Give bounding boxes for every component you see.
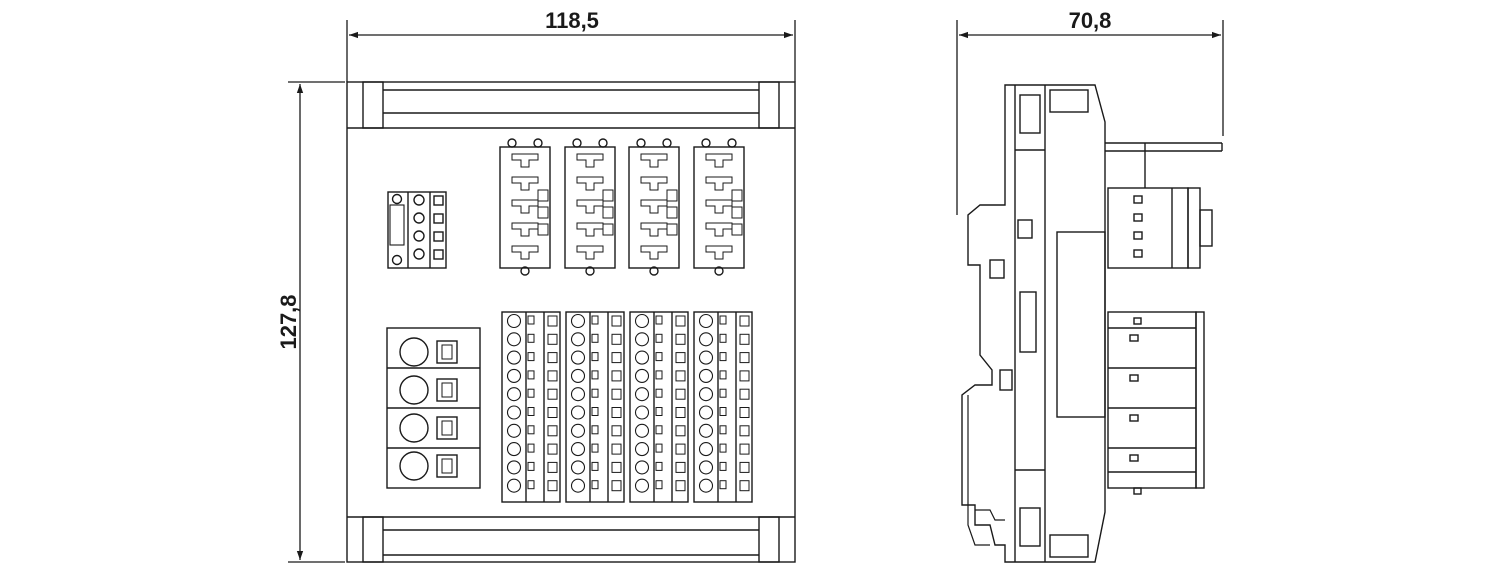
front-view (346, 81, 796, 563)
terminal-block (693, 311, 753, 503)
signal-connector (693, 138, 745, 276)
signal-connector (628, 138, 680, 276)
upper-connector-group (499, 138, 745, 276)
dimension-height: 127,8 (276, 294, 301, 349)
small-connector (387, 191, 447, 269)
terminal-block-group (501, 311, 753, 503)
terminal-block (501, 311, 561, 503)
terminal-block (565, 311, 625, 503)
dimension-side-depth: 70,8 (1069, 8, 1112, 33)
signal-connector (499, 138, 551, 276)
terminal-block (629, 311, 689, 503)
power-connector (386, 327, 481, 489)
dimension-front-width: 118,5 (545, 8, 599, 33)
side-view (961, 84, 1223, 563)
signal-connector (564, 138, 616, 276)
dimension-lines (288, 20, 1224, 563)
